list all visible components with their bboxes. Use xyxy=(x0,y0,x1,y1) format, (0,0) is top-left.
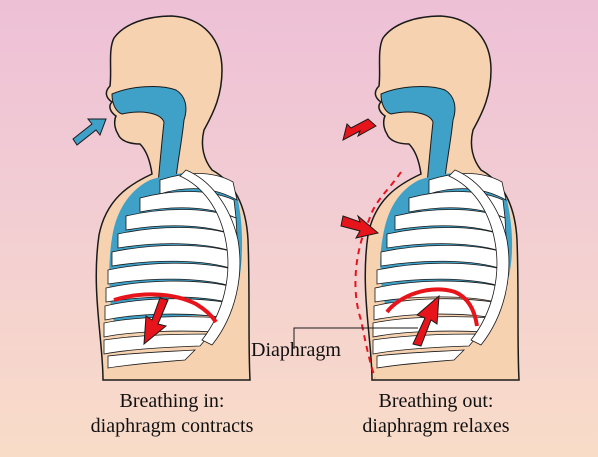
inhale-caption: Breathing in: diaphragm contracts xyxy=(52,389,292,439)
chest-inward-arrow xyxy=(340,214,380,239)
exhale-diaphragm xyxy=(385,287,479,327)
diaphragm-label: Diaphragm xyxy=(251,339,341,361)
air-out-arrow xyxy=(342,118,377,141)
exhale-figure xyxy=(354,15,520,381)
exhale-caption: Breathing out: diaphragm relaxes xyxy=(316,389,556,439)
exhale-caption-line2: diaphragm relaxes xyxy=(362,415,510,437)
exhale-caption-line1: Breathing out: xyxy=(378,390,494,412)
inhale-figure xyxy=(72,15,251,381)
diaphragm-label-leader xyxy=(293,327,418,349)
inhale-caption-line2: diaphragm contracts xyxy=(90,415,254,437)
exhale-diaphragm-up-arrow xyxy=(412,294,440,347)
air-in-arrow xyxy=(72,118,107,146)
exhale-previous-outline xyxy=(354,171,402,379)
inhale-caption-line1: Breathing in: xyxy=(119,390,225,412)
inhale-diaphragm-down-arrow xyxy=(143,297,169,346)
inhale-diaphragm xyxy=(113,292,218,324)
